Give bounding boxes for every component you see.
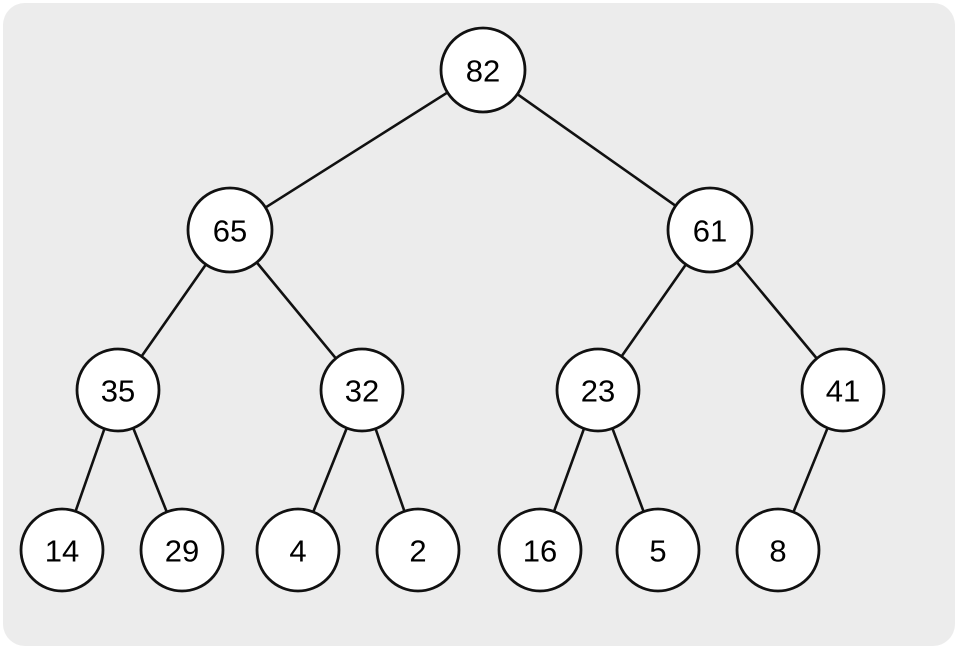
- node-circle-29: [139, 507, 225, 593]
- node-circle-8: [735, 507, 821, 593]
- node-circle-61: [666, 186, 754, 274]
- tree-node-65[interactable]: 65: [186, 186, 274, 274]
- tree-edge-23-to-5: [610, 426, 646, 514]
- tree-nodes-group: 82 65 61 35 32 23 41 14 29 4 2 16 5 8: [19, 26, 886, 593]
- tree-node-35[interactable]: 35: [75, 347, 161, 433]
- tree-node-14[interactable]: 14: [19, 507, 105, 593]
- node-label-4: 4: [289, 534, 306, 569]
- tree-edge-65-to-35: [139, 262, 208, 359]
- node-circle-14: [19, 507, 105, 593]
- node-label-35: 35: [101, 374, 135, 409]
- tree-edge-23-to-16: [552, 426, 586, 514]
- tree-edge-41-to-8: [791, 425, 830, 515]
- node-circle-4: [255, 507, 341, 593]
- node-label-61: 61: [693, 214, 727, 249]
- node-circle-2: [375, 507, 461, 593]
- node-label-16: 16: [523, 534, 557, 569]
- node-label-14: 14: [45, 534, 79, 569]
- diagram-panel-background: [3, 3, 955, 646]
- node-label-41: 41: [826, 374, 860, 409]
- tree-edge-32-to-4: [311, 425, 349, 515]
- tree-node-23[interactable]: 23: [555, 347, 641, 433]
- node-label-8: 8: [769, 534, 786, 569]
- node-circle-5: [615, 507, 701, 593]
- node-circle-16: [497, 507, 583, 593]
- tree-edge-61-to-41: [734, 260, 819, 361]
- node-label-65: 65: [213, 214, 247, 249]
- node-label-2: 2: [409, 534, 426, 569]
- node-label-5: 5: [649, 534, 666, 569]
- node-label-82: 82: [466, 54, 500, 89]
- node-label-32: 32: [345, 374, 379, 409]
- node-circle-41: [800, 347, 886, 433]
- node-circle-32: [319, 347, 405, 433]
- tree-edge-82-to-65: [263, 90, 450, 210]
- tree-node-8[interactable]: 8: [735, 507, 821, 593]
- tree-node-2[interactable]: 2: [375, 507, 461, 593]
- tree-node-82[interactable]: 82: [439, 26, 527, 114]
- node-circle-23: [555, 347, 641, 433]
- tree-edges-group: [73, 90, 830, 515]
- tree-node-5[interactable]: 5: [615, 507, 701, 593]
- tree-edge-61-to-23: [619, 262, 688, 359]
- tree-node-41[interactable]: 41: [800, 347, 886, 433]
- node-label-29: 29: [165, 534, 199, 569]
- tree-node-29[interactable]: 29: [139, 507, 225, 593]
- node-label-23: 23: [581, 374, 615, 409]
- tree-edge-32-to-2: [373, 426, 407, 514]
- tree-edge-82-to-61: [515, 92, 678, 208]
- node-circle-82: [439, 26, 527, 114]
- tree-edge-65-to-32: [254, 260, 338, 361]
- tree-edge-35-to-29: [131, 425, 169, 515]
- node-circle-65: [186, 186, 274, 274]
- tree-node-16[interactable]: 16: [497, 507, 583, 593]
- tree-node-61[interactable]: 61: [666, 186, 754, 274]
- tree-node-32[interactable]: 32: [319, 347, 405, 433]
- tree-edge-35-to-14: [73, 426, 107, 514]
- node-circle-35: [75, 347, 161, 433]
- tree-node-4[interactable]: 4: [255, 507, 341, 593]
